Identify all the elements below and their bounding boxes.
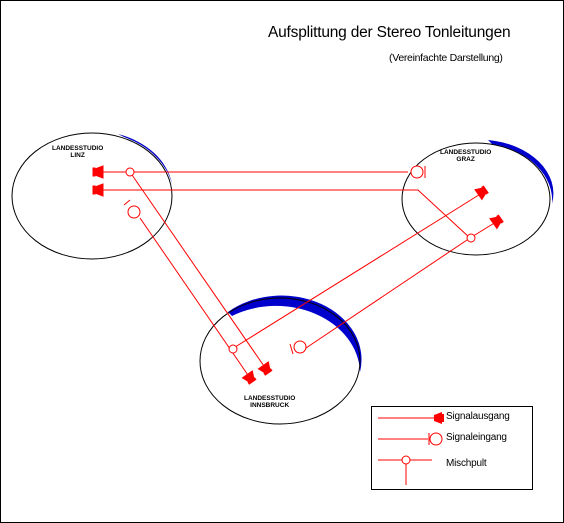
legend-output-symbol — [378, 412, 444, 424]
node-innsbruck-label-line1: LANDESSTUDIO — [244, 395, 296, 402]
mixer-innsbruck — [228, 344, 238, 354]
mixer-linz — [125, 167, 135, 177]
node-linz-shadow — [118, 134, 172, 184]
output-graz-2 — [489, 214, 504, 230]
signal-inputs — [123, 165, 426, 355]
output-linz-1 — [92, 165, 104, 179]
link-innsbruck-graz-upper — [231, 192, 483, 350]
node-graz-ellipse — [401, 142, 551, 256]
legend-mixer-label: Mischpult — [446, 458, 487, 469]
legend-input-label: Signaleingang — [446, 432, 507, 443]
node-linz-label-line2: LINZ — [70, 152, 85, 159]
diagram-title: Aufsplittung der Stereo Tonleitungen — [268, 24, 511, 41]
legend-symbols — [378, 412, 444, 485]
legend-input-symbol — [378, 432, 443, 446]
node-graz-label-line1: LANDESSTUDIO — [440, 149, 492, 156]
output-innsbruck-2 — [257, 361, 273, 376]
node-innsbruck-label-line2: INNSBRUCK — [250, 402, 290, 409]
input-graz — [410, 165, 426, 179]
node-graz — [401, 140, 554, 256]
node-graz-label-line2: GRAZ — [456, 156, 475, 163]
legend-output-label: Signalausgang — [446, 411, 510, 422]
legend-mixer-symbol — [378, 455, 432, 485]
node-innsbruck-shadow — [228, 295, 362, 372]
node-linz — [11, 132, 173, 260]
mixers — [125, 167, 476, 354]
node-linz-ellipse — [11, 132, 173, 260]
node-graz-label: LANDESSTUDIO GRAZ — [440, 149, 491, 163]
signal-outputs — [92, 165, 504, 385]
node-innsbruck-ellipse — [199, 297, 361, 425]
output-graz-1 — [474, 185, 489, 201]
node-linz-label: LANDESSTUDIO LINZ — [52, 145, 103, 159]
input-linz — [123, 199, 141, 219]
output-linz-2 — [92, 183, 104, 197]
node-innsbruck — [199, 295, 362, 425]
output-innsbruck-1 — [241, 370, 257, 385]
input-innsbruck — [289, 340, 307, 355]
link-graz-innsbruck-input — [305, 237, 471, 349]
link-innsbruck-linz-input — [139, 217, 251, 379]
link-linz-mixer-innsbruck — [129, 171, 267, 370]
mixer-graz — [466, 233, 476, 243]
diagram-subtitle: (Vereinfachte Darstellung) — [389, 52, 503, 64]
link-linz-graz-lower — [103, 189, 471, 239]
node-innsbruck-label: LANDESSTUDIO INNSBRUCK — [244, 395, 295, 409]
node-graz-shadow — [488, 140, 554, 204]
legend: Signalausgang Signaleingang Mischpult — [371, 406, 533, 490]
node-linz-label-line1: LANDESSTUDIO — [52, 145, 104, 152]
